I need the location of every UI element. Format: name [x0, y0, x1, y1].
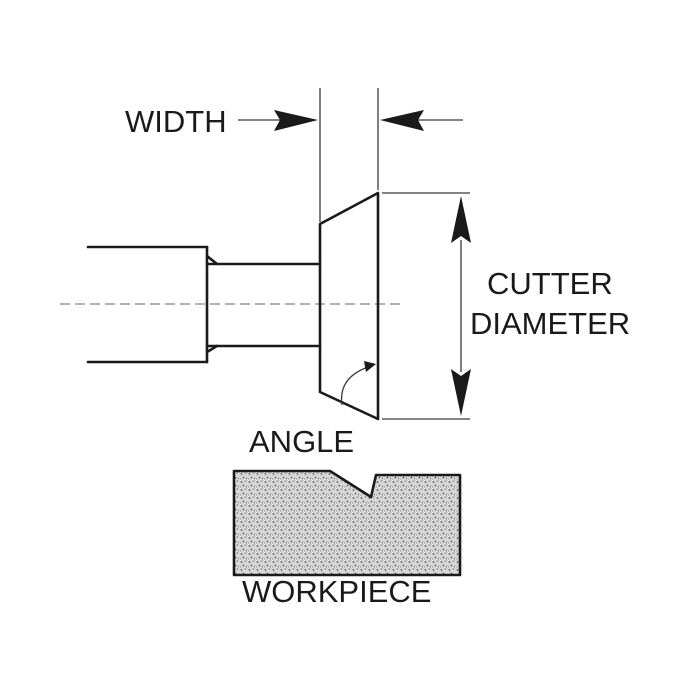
width-arrow-left — [238, 110, 318, 131]
cutter-diameter-label-line2: DIAMETER — [470, 306, 630, 341]
cutter-body — [318, 191, 380, 421]
spindle-shaft — [86, 245, 209, 364]
angle-label: ANGLE — [249, 424, 354, 459]
workpiece-block — [232, 469, 462, 577]
width-arrow-right — [380, 110, 463, 131]
width-label: WIDTH — [125, 104, 227, 139]
cutter-neck — [205, 254, 322, 354]
diameter-arrow — [451, 196, 471, 416]
workpiece-label: WORKPIECE — [242, 574, 431, 609]
cutter-diameter-label-line1: CUTTER — [487, 266, 613, 301]
angle-indicator — [340, 361, 376, 406]
